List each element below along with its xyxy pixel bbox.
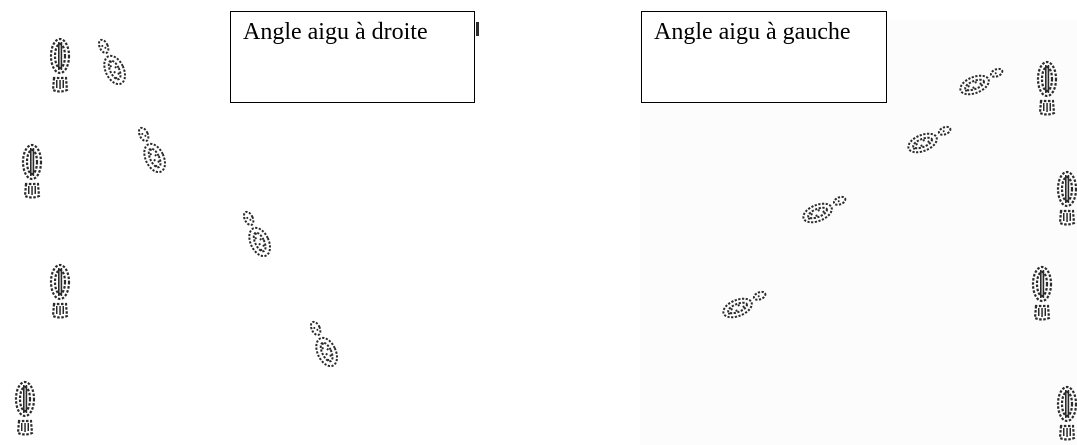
footprint-icon — [1036, 60, 1058, 116]
footprint-icon — [21, 143, 43, 199]
footprint-icon — [49, 37, 71, 93]
footprint-icon — [131, 123, 171, 177]
left-angle-label: Angle aigu à gauche — [654, 19, 851, 45]
footprint-icon — [49, 263, 71, 319]
footprint-icon — [14, 380, 36, 436]
right-angle-label-box: Angle aigu à droite — [230, 11, 475, 103]
footprint-icon — [1031, 265, 1053, 321]
footprint-icon — [1056, 170, 1077, 226]
left-angle-label-box: Angle aigu à gauche — [641, 11, 887, 103]
footprint-icon — [303, 317, 343, 371]
footprint-icon — [91, 35, 131, 89]
footprint-icon — [719, 287, 771, 323]
footprint-icon — [904, 122, 956, 158]
footprint-icon — [799, 192, 851, 228]
left-footprints-panel — [14, 22, 479, 436]
stray-mark — [476, 22, 479, 36]
footprint-icon — [236, 207, 276, 261]
footprint-icon — [956, 64, 1008, 100]
right-angle-label: Angle aigu à droite — [243, 19, 428, 45]
footprint-icon — [1056, 385, 1077, 441]
